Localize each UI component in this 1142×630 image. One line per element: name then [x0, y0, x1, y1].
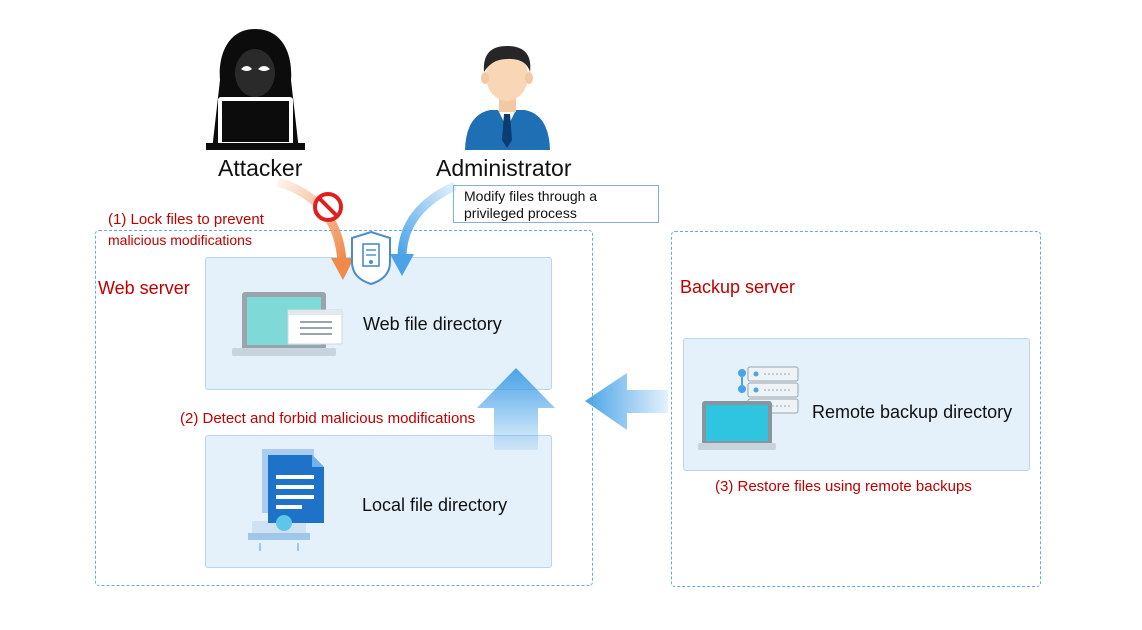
callout-line-1: Modify files through a	[464, 188, 598, 204]
administrator-icon	[465, 46, 550, 150]
attacker-label: Attacker	[218, 155, 303, 181]
attacker-arrowhead	[331, 258, 354, 280]
step2-text: (2) Detect and forbid malicious modifica…	[180, 410, 476, 427]
forbidden-icon	[313, 192, 343, 222]
step1-line2: malicious modifications	[108, 232, 252, 248]
backup-server-container	[671, 231, 1041, 587]
restore-arrow	[585, 373, 668, 430]
document-stack-icon	[248, 449, 324, 551]
administrator-arrowhead	[390, 254, 414, 276]
web-server-title: Web server	[98, 278, 190, 298]
step3-text: (3) Restore files using remote backups	[715, 478, 972, 495]
step1-line1: (1) Lock files to prevent	[108, 211, 264, 228]
local-file-directory-label: Local file directory	[362, 495, 508, 515]
web-server-container	[95, 230, 593, 586]
remote-backup-directory-label: Remote backup directory	[812, 402, 1013, 422]
laptop-icon	[232, 292, 343, 356]
server-laptop-icon	[698, 366, 799, 450]
administrator-arrow	[397, 181, 457, 259]
backup-server-title: Backup server	[680, 277, 796, 297]
administrator-label: Administrator	[436, 155, 572, 181]
privileged-process-callout: Modify files through a privileged proces…	[453, 185, 659, 223]
upward-detect-arrow	[477, 368, 555, 450]
web-file-directory-label: Web file directory	[363, 314, 502, 334]
shield-document-icon	[351, 230, 391, 286]
attacker-icon	[206, 29, 305, 150]
callout-line-2: privileged process	[464, 205, 577, 221]
